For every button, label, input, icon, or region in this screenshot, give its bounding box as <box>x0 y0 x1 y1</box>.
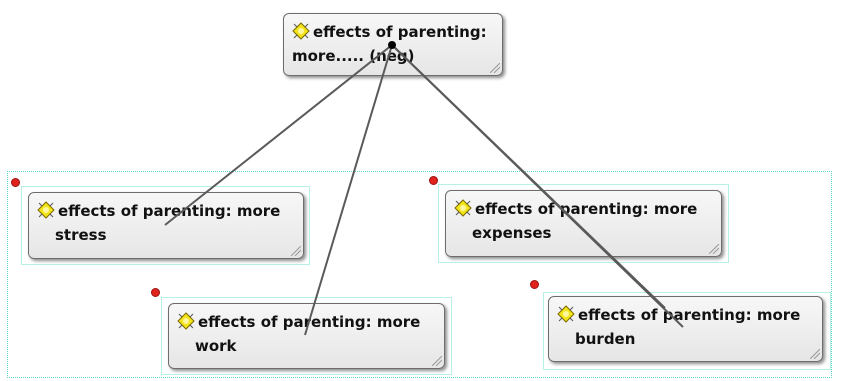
child-node-line1: effects of parenting: more <box>557 303 814 327</box>
code-icon <box>454 199 472 217</box>
child-node-work[interactable]: effects of parenting: more work <box>168 303 445 369</box>
parent-node-line2: more..... (neg) <box>292 47 415 65</box>
child-node-line2: burden <box>575 330 636 348</box>
child-node-line1: effects of parenting: more <box>454 197 713 221</box>
child-node-stress[interactable]: effects of parenting: more stress <box>28 192 304 259</box>
resize-corner-icon[interactable] <box>291 246 301 256</box>
child-node-line1: effects of parenting: more <box>177 310 436 334</box>
code-icon <box>557 305 575 323</box>
resize-corner-icon[interactable] <box>490 63 500 73</box>
code-icon <box>292 22 310 40</box>
selection-marker-work[interactable] <box>151 288 160 297</box>
selection-marker-stress[interactable] <box>11 178 20 187</box>
child-node-line1: effects of parenting: more <box>37 199 295 223</box>
child-node-expenses[interactable]: effects of parenting: more expenses <box>445 190 722 257</box>
selection-frame-burden <box>543 292 831 370</box>
code-icon <box>177 312 195 330</box>
selection-marker-expenses[interactable] <box>429 176 438 185</box>
parent-node-line1: effects of parenting: <box>292 20 494 44</box>
resize-corner-icon[interactable] <box>810 349 820 359</box>
resize-corner-icon[interactable] <box>709 244 719 254</box>
resize-corner-icon[interactable] <box>432 356 442 366</box>
parent-code-node[interactable]: effects of parenting: more..... (neg) <box>283 13 503 76</box>
child-node-line2: expenses <box>472 224 552 242</box>
code-icon <box>37 201 55 219</box>
selection-marker-burden[interactable] <box>530 280 539 289</box>
child-node-line2: stress <box>55 226 107 244</box>
child-node-burden[interactable]: effects of parenting: more burden <box>548 296 823 362</box>
child-node-line2: work <box>195 337 237 355</box>
